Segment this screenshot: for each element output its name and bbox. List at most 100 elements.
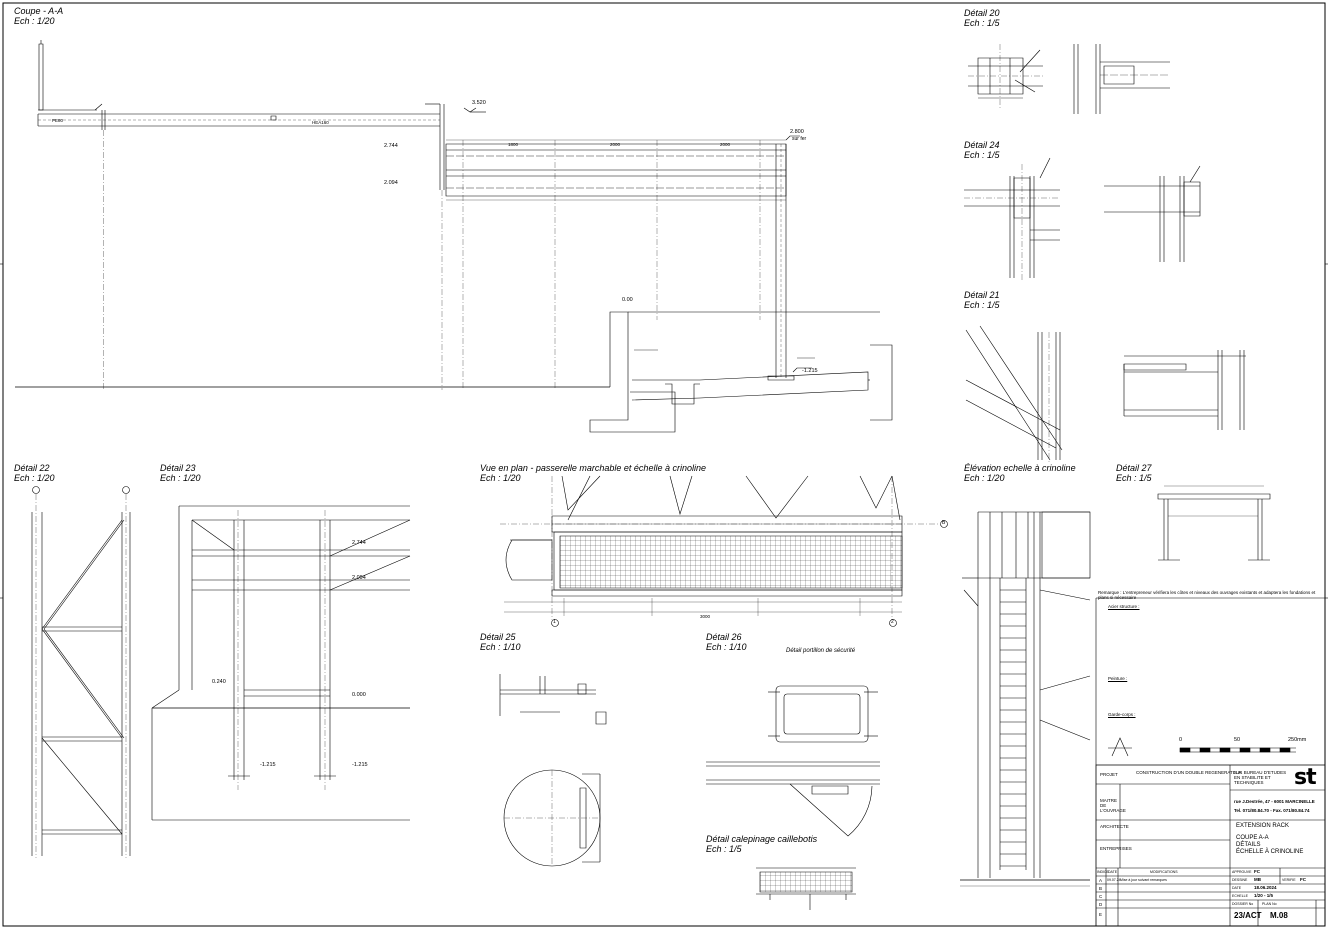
detail-22-scale: Ech : 1/20 — [14, 473, 55, 483]
detail-25-title-text: Détail 25 — [480, 632, 516, 642]
plan-view-scale: Ech : 1/20 — [480, 473, 521, 483]
dim-3000: 3000 — [700, 614, 711, 619]
note-peinture-title: Peinture : — [1108, 676, 1128, 681]
scalebar-250: 250mm — [1288, 737, 1307, 743]
tb-col-modifs: MODIFICATIONS — [1150, 870, 1178, 874]
detail-27-drawing — [1158, 486, 1270, 560]
tb-approuve: FC — [1254, 869, 1260, 874]
tb-rev-d: D — [1099, 902, 1103, 907]
level-000: 0.00 — [622, 297, 633, 303]
detail-21-drawing — [966, 326, 1246, 462]
level-sur-fer: sur fer — [792, 136, 807, 142]
tb-date: 18.06.2024 — [1254, 885, 1277, 890]
detail-27-title-text: Détail 27 — [1116, 463, 1152, 473]
tb-date-label: DATE — [1232, 886, 1242, 890]
detail-23-scale: Ech : 1/20 — [160, 473, 201, 483]
tb-address: rue J.Destrée, 47 - 6001 MARCINELLE — [1234, 799, 1315, 804]
tb-dossier: 23/ACT — [1234, 911, 1262, 920]
scalebar-50: 50 — [1234, 737, 1241, 743]
tb-rev-e: E — [1099, 912, 1103, 917]
tb-dessine: MB — [1254, 877, 1261, 882]
scalebar-0: 0 — [1179, 737, 1183, 743]
level-2094: 2.094 — [384, 180, 398, 186]
tb-col-date: DATE — [1108, 870, 1118, 874]
dim-1800: 1800 — [508, 142, 519, 147]
st-logo: st — [1294, 765, 1317, 790]
elevation-title-text: Élévation echelle à crinoline — [964, 463, 1076, 473]
detail23-2744: 2.744 — [352, 540, 366, 546]
tb-phone: Tel. 071/80.84.70 - Fax. 071/80.84.74 — [1234, 808, 1310, 813]
level-m1215: -1.215 — [802, 368, 818, 374]
tb-project-label: PROJET — [1100, 772, 1118, 777]
tb-owner-label: MAITRE DE L'OUVRAGE — [1100, 798, 1126, 813]
plan-view-drawing — [500, 476, 948, 627]
tb-sheet-title-2: COUPE A-A — [1236, 835, 1269, 841]
detail23-m1215a: -1.215 — [260, 762, 276, 768]
tb-echelle: 1/20 - 1/5 — [1254, 893, 1274, 898]
axis-b: B — [942, 520, 946, 526]
axis-1: 1 — [553, 619, 556, 625]
detail-23-title-text: Détail 23 — [160, 463, 196, 473]
tb-verifie: FC — [1300, 877, 1306, 882]
tb-contractors-label: ENTREPRISES — [1100, 846, 1132, 851]
tb-plan: M.08 — [1270, 911, 1288, 920]
grating — [560, 536, 902, 588]
elevation-scale: Ech : 1/20 — [964, 473, 1005, 483]
tb-rev-a-text: Mise à jour suivant remarques — [1120, 878, 1167, 882]
grating-layout-drawing — [756, 868, 856, 910]
beam-label-hea160: HEA160 — [312, 120, 329, 125]
coupe-aa-scale: Ech : 1/20 — [14, 16, 55, 26]
detail-22-drawing — [32, 487, 130, 859]
beam-label-pe80: PE80 — [52, 118, 64, 123]
detail-21-title-text: Détail 21 — [964, 290, 1000, 300]
plan-view-title-text: Vue en plan - passerelle marchable et éc… — [480, 463, 706, 473]
detail-24-scale: Ech : 1/5 — [964, 150, 1000, 160]
detail-27-scale: Ech : 1/5 — [1116, 473, 1152, 483]
detail-24-title-text: Détail 24 — [964, 140, 1000, 150]
detail-20-title-text: Détail 20 — [964, 8, 1000, 18]
grating-layout-title-text: Détail calepinage caillebotis — [706, 834, 818, 844]
grating-layout-scale: Ech : 1/5 — [706, 844, 742, 854]
dim-2000: 2000 — [610, 142, 621, 147]
tb-project-name: CONSTRUCTION D'UN DOUBLE REGENERATEUR — [1136, 770, 1243, 775]
tb-dessine-label: DESSINE — [1232, 878, 1248, 882]
detail23-0240: 0.240 — [212, 679, 226, 685]
tb-dossier-label: DOSSIER No — [1232, 902, 1254, 906]
level-2800: 2.800 — [790, 129, 804, 135]
tb-sheet-title-1: EXTENSION RACK — [1236, 823, 1290, 829]
detail-25-drawing — [500, 674, 606, 866]
detail-22-title-text: Détail 22 — [14, 463, 50, 473]
detail-23-drawing — [152, 506, 410, 820]
tb-architect-label: ARCHITECTE — [1100, 824, 1129, 829]
tb-rev-a: A — [1099, 878, 1103, 883]
tb-sheet-title-4: ÉCHELLE À CRINOLINE — [1236, 849, 1304, 855]
detail23-m1215b: -1.215 — [352, 762, 368, 768]
safety-gate-label: Détail portillon de sécurité — [786, 648, 856, 654]
axis-2: 2 — [891, 619, 894, 625]
note-acier-title: Acier structure : — [1108, 604, 1140, 609]
title-block-frame — [1096, 765, 1325, 926]
tb-rev-c: C — [1099, 894, 1103, 899]
detail-20-scale: Ech : 1/5 — [964, 18, 1000, 28]
sheet-border — [3, 3, 1325, 926]
detail-20-drawing — [968, 44, 1170, 114]
tb-rev-b: B — [1099, 886, 1103, 891]
tb-echelle-label: ECHELLE — [1232, 894, 1248, 898]
ladder-rungs — [1000, 590, 1026, 866]
detail23-2094: 2.094 — [352, 575, 366, 581]
tb-verifie-label: VERIFIE — [1282, 878, 1296, 882]
tb-office-name: S.A. BUREAU D'ETUDES EN STABILITE ET TEC… — [1234, 770, 1287, 785]
detail-26-scale: Ech : 1/10 — [706, 642, 747, 652]
tb-col-indice: INDICE — [1097, 870, 1109, 874]
